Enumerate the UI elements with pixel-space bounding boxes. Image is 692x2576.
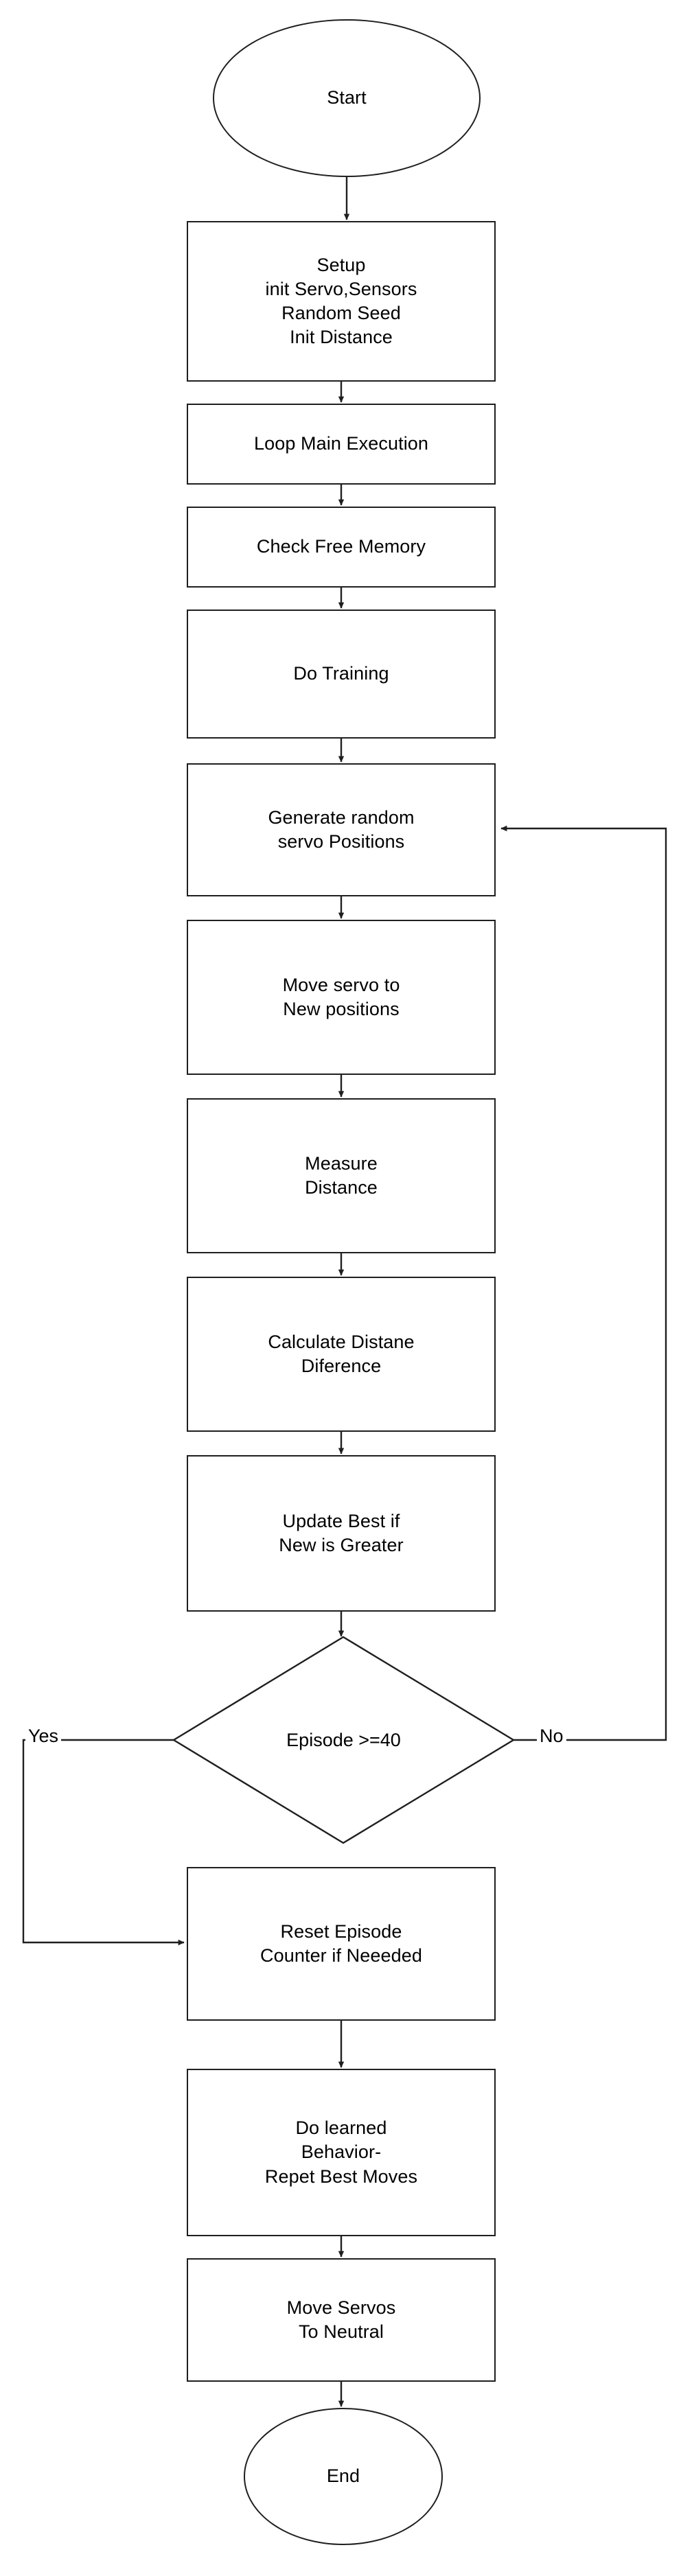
connector-decision-reset-yes	[22, 1739, 185, 1946]
node-generate-line2: servo Positions	[277, 831, 405, 852]
node-calculate-line1: Calculate Distane	[268, 1331, 415, 1352]
node-start-label: Start	[327, 87, 367, 108]
node-loop-main-execution[interactable]: Loop Main Execution	[187, 404, 496, 485]
node-calculate-line2: Diference	[301, 1356, 382, 1376]
node-setup-label: Setup init Servo,Sensors Random Seed Ini…	[262, 253, 422, 349]
node-memory-label: Check Free Memory	[256, 536, 426, 557]
node-decision-label: Episode >=40	[286, 1729, 401, 1750]
node-setup-line2: init Servo,Sensors	[265, 278, 417, 299]
node-update-line1: Update Best if	[282, 1510, 400, 1531]
edge-label-no: No	[537, 1727, 566, 1745]
node-measure-label: Measure Distance	[301, 1152, 382, 1200]
node-move-servos-neutral[interactable]: Move Servos To Neutral	[187, 2258, 496, 2382]
node-setup-line3: Random Seed	[281, 303, 401, 323]
node-generate-label: Generate random servo Positions	[264, 806, 418, 854]
node-behavior-label: Do learned Behavior- Repet Best Moves	[261, 2116, 422, 2188]
node-do-learned-behavior[interactable]: Do learned Behavior- Repet Best Moves	[187, 2069, 496, 2236]
node-move-line1: Move servo to	[282, 974, 400, 995]
node-update-label: Update Best if New is Greater	[275, 1509, 407, 1557]
node-check-free-memory[interactable]: Check Free Memory	[187, 507, 496, 588]
node-start[interactable]: Start	[213, 19, 481, 177]
node-neutral-line2: To Neutral	[298, 2321, 384, 2342]
edge-label-no-text: No	[540, 1726, 564, 1746]
node-reset-label: Reset Episode Counter if Neeeded	[256, 1920, 426, 1968]
node-reset-line2: Counter if Neeeded	[260, 1945, 422, 1966]
node-measure-line2: Distance	[305, 1177, 378, 1198]
node-measure-line1: Measure	[305, 1152, 378, 1174]
node-do-training[interactable]: Do Training	[187, 610, 496, 739]
node-setup-line1: Setup	[316, 254, 366, 275]
connector-decision-generate-no	[500, 825, 667, 1741]
node-neutral-label: Move Servos To Neutral	[283, 2296, 400, 2344]
node-loop-label: Loop Main Execution	[253, 433, 429, 454]
edge-label-yes-text: Yes	[28, 1726, 59, 1746]
node-move-label: Move servo to New positions	[279, 973, 404, 1021]
node-calculate-distance-difference[interactable]: Calculate Distane Diference	[187, 1277, 496, 1432]
node-reset-episode-counter[interactable]: Reset Episode Counter if Neeeded	[187, 1867, 496, 2021]
node-setup-line4: Init Distance	[290, 327, 393, 348]
node-generate-line1: Generate random	[268, 807, 415, 828]
node-update-best[interactable]: Update Best if New is Greater	[187, 1455, 496, 1612]
node-behavior-line2: Behavior-	[301, 2142, 382, 2163]
node-behavior-line3: Repet Best Moves	[264, 2166, 418, 2187]
edge-label-yes: Yes	[25, 1726, 62, 1746]
node-measure-distance[interactable]: Measure Distance	[187, 1098, 496, 1253]
node-move-line2: New positions	[283, 999, 400, 1019]
node-training-label: Do Training	[293, 663, 389, 684]
node-behavior-line1: Do learned	[295, 2117, 387, 2139]
node-move-servo-new-positions[interactable]: Move servo to New positions	[187, 920, 496, 1075]
node-end-label: End	[326, 2465, 360, 2487]
node-end[interactable]: End	[244, 2408, 443, 2545]
node-generate-random-servo-positions[interactable]: Generate random servo Positions	[187, 763, 496, 896]
node-decision-episode[interactable]: Episode >=40	[174, 1637, 514, 1843]
node-neutral-line1: Move Servos	[286, 2297, 396, 2318]
node-update-line2: New is Greater	[279, 1535, 404, 1555]
node-reset-line1: Reset Episode	[280, 1921, 402, 1942]
node-setup[interactable]: Setup init Servo,Sensors Random Seed Ini…	[187, 221, 496, 382]
node-calculate-label: Calculate Distane Diference	[264, 1330, 418, 1378]
decision-diamond-shape	[172, 1636, 516, 1844]
